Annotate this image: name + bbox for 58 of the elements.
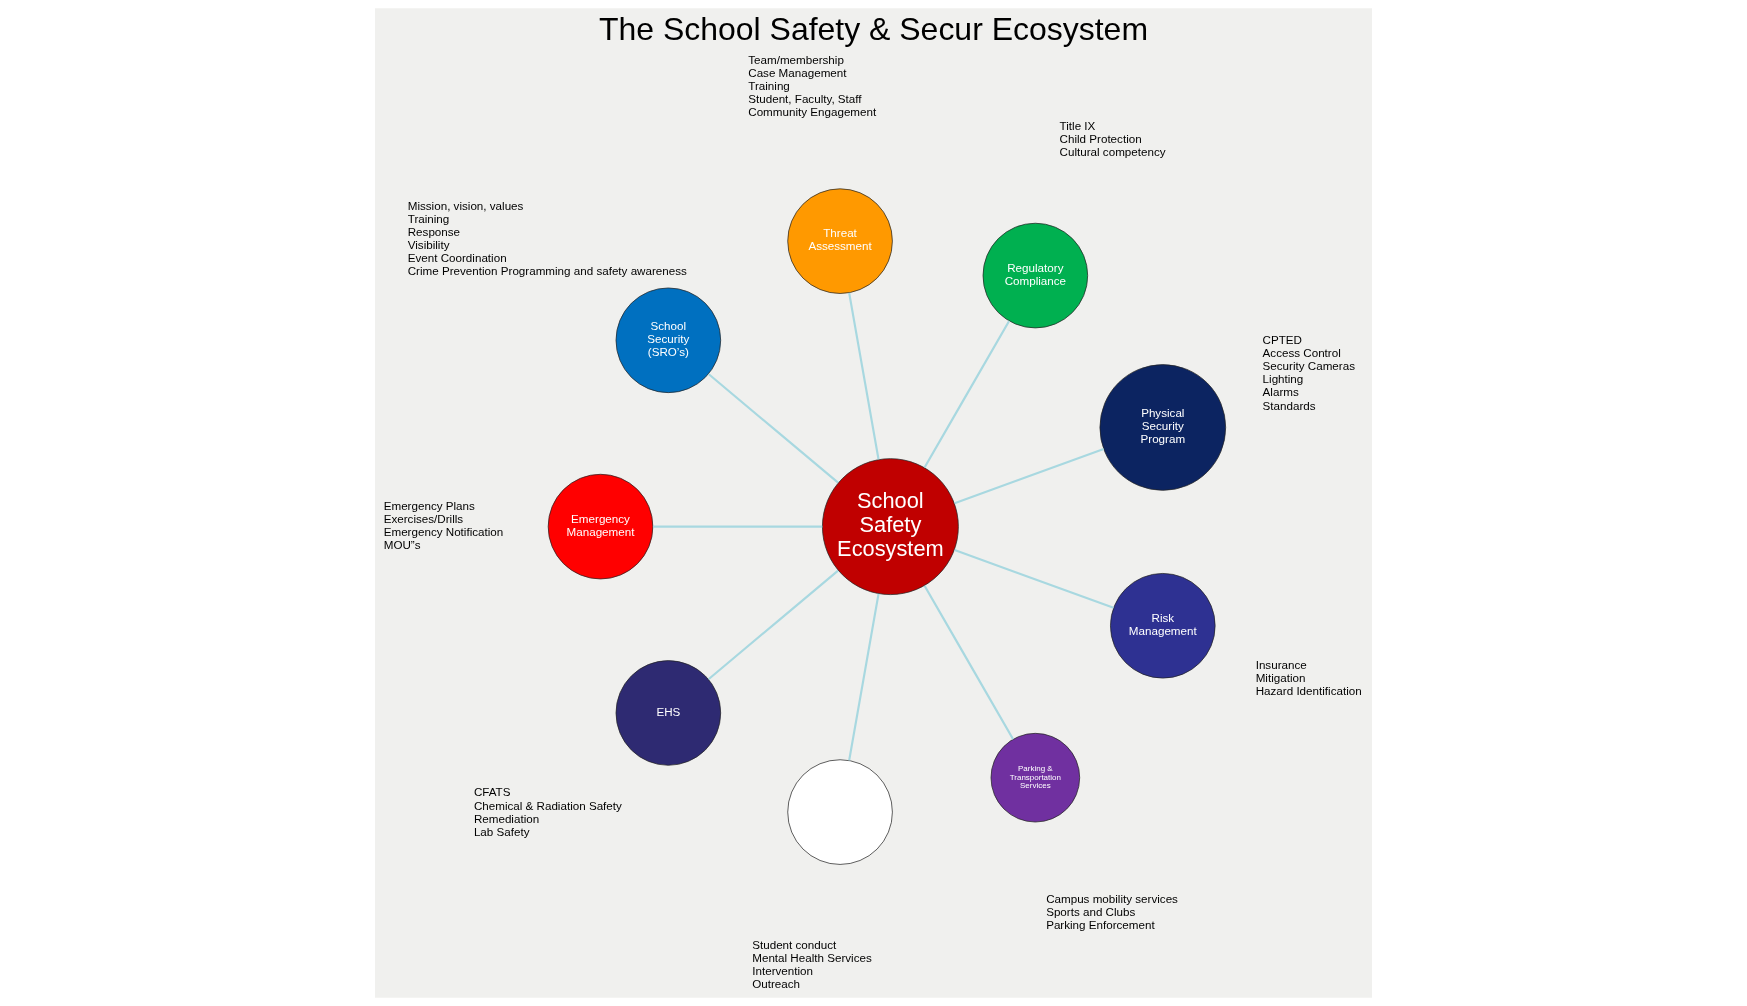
node-label: Hazard Identification xyxy=(1255,684,1362,697)
node-label: Mental Health Services xyxy=(752,951,872,965)
node-circle: Risk Management xyxy=(1110,573,1216,679)
node-label: Student, Faculty, Staff xyxy=(748,92,862,106)
connector xyxy=(923,585,1015,740)
connector xyxy=(954,447,1105,505)
node-label: Crime Prevention Programming and safety awareness xyxy=(407,264,687,278)
node-label: CPTED xyxy=(1262,333,1302,347)
connector xyxy=(707,373,839,484)
node-label: Emergency Notification xyxy=(383,524,504,538)
node-label: MOU”s xyxy=(383,538,421,552)
node-label: Title IX xyxy=(1059,119,1096,133)
node-label: Security Cameras xyxy=(1262,359,1355,373)
node-label: Child Protection xyxy=(1059,132,1142,146)
node-label: Case Management xyxy=(748,66,847,80)
node-label: Training xyxy=(748,79,790,93)
node-circle xyxy=(787,759,893,865)
node-label: Campus mobility services xyxy=(1046,891,1178,905)
node-circle: Physical Security Program xyxy=(1099,364,1227,491)
node-label: Exercises/Drills xyxy=(383,511,464,525)
node-circle: Emergency Management xyxy=(547,473,654,580)
node-label: Visibility xyxy=(407,238,450,252)
node-circle: Threat Assessment xyxy=(787,188,893,294)
node-label: Cultural competency xyxy=(1059,145,1166,159)
node-label: Chemical & Radiation Safety xyxy=(473,798,622,812)
node-circle: School Safety Ecosystem xyxy=(822,458,959,595)
node-circle: Parking & Transportation Services xyxy=(990,732,1081,823)
connector xyxy=(848,593,880,761)
node-label: Training xyxy=(407,212,450,226)
node-label: Outreach xyxy=(752,977,801,991)
node-label: CFATS xyxy=(473,785,511,799)
node-label: Mitigation xyxy=(1255,670,1306,684)
node-label: Student conduct xyxy=(752,937,837,951)
node-label: Insurance xyxy=(1255,657,1307,671)
node-label: Emergency Plans xyxy=(383,498,475,512)
connector xyxy=(848,292,880,460)
connector xyxy=(954,548,1114,609)
node-label: Access Control xyxy=(1262,346,1341,360)
connector xyxy=(707,569,839,681)
node-label: Lighting xyxy=(1262,372,1304,386)
node-label: Event Coordination xyxy=(407,251,507,265)
node-label: Lab Safety xyxy=(473,824,530,838)
node-label: Community Engagement xyxy=(748,105,877,119)
node-label: Alarms xyxy=(1262,385,1299,399)
node-label: Parking Enforcement xyxy=(1046,917,1155,931)
node-label: Intervention xyxy=(752,964,813,978)
node-label: Remediation xyxy=(473,811,540,825)
node-circle: Regulatory Compliance xyxy=(982,222,1089,329)
node-label: Team/membership xyxy=(748,53,844,67)
node-label: Mission, vision, values xyxy=(407,199,524,213)
node-label: Sports and Clubs xyxy=(1046,904,1136,918)
connector xyxy=(653,525,823,528)
connector xyxy=(923,320,1011,468)
node-label: Response xyxy=(407,225,461,239)
diagram-title: The School Safety & Secur Ecosystem xyxy=(598,10,1149,47)
node-label: Standards xyxy=(1262,398,1316,412)
node-circle: EHS xyxy=(615,660,722,766)
node-circle: School Security (SRO’s) xyxy=(615,287,722,393)
